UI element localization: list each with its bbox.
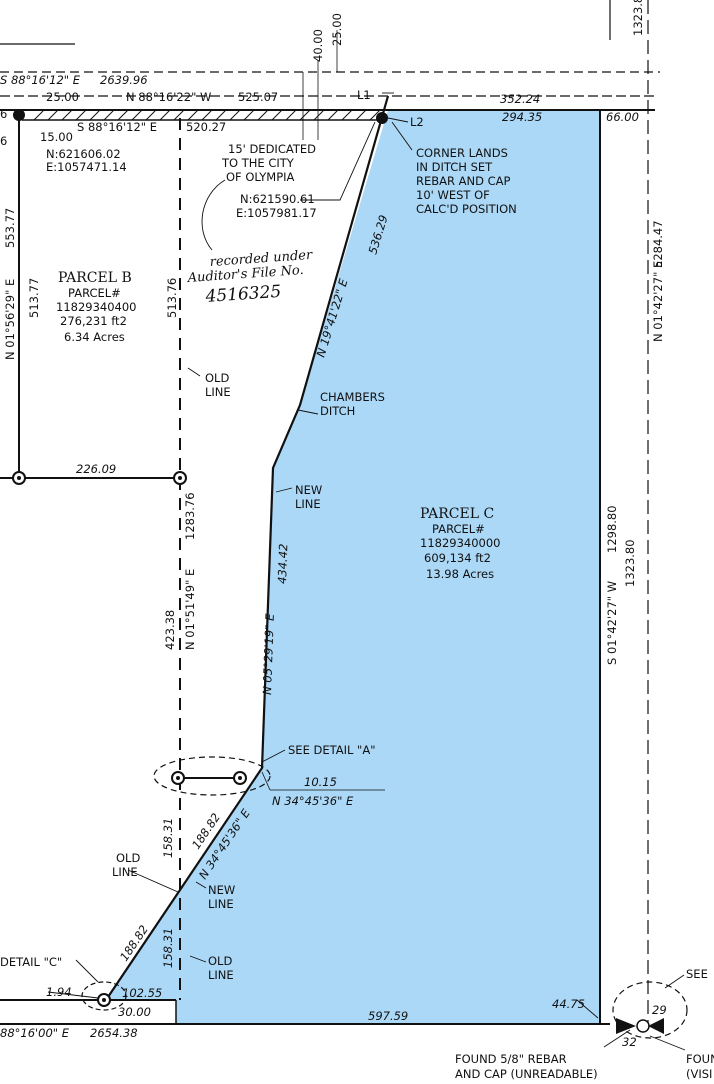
found-right-1: FOUN	[686, 1052, 714, 1066]
dedicated-line-3: OF OLYMPIA	[226, 170, 295, 184]
parcel-b-acres: 6.34 Acres	[64, 330, 125, 344]
dist-423: 423.38	[163, 610, 177, 650]
dist-10: 10.15	[304, 775, 337, 789]
edge-6: 6	[0, 107, 7, 121]
dedicated-line-2: TO THE CITY	[221, 156, 295, 170]
bottom-bearing-dist: 2654.38	[90, 1026, 138, 1040]
seg-25: 25.00	[46, 90, 79, 104]
bottom-bearing: 88°16'00" E	[0, 1026, 70, 1040]
bearing-n-dist: 525.07	[238, 90, 278, 104]
top-bearing-left-dist: 2639.96	[100, 73, 148, 87]
parcel-c-num: 11829340000	[420, 536, 500, 550]
ditch-lower-bearing: N 05°29'19" E	[260, 613, 277, 695]
parcel-c-east-bearing: S 01°42'27" W	[605, 581, 619, 665]
monuments	[12, 109, 664, 1034]
dist-44: 44.75	[552, 997, 585, 1011]
corner-note-5: CALC'D POSITION	[416, 202, 517, 216]
handwritten-note-2: Auditor's File No.	[186, 263, 304, 286]
corner-note-1: CORNER LANDS	[416, 146, 508, 160]
detail-a-ellipse[interactable]	[153, 756, 271, 796]
parcel-b-area: 276,231 ft2	[60, 314, 127, 328]
parcel-c-title: PARCEL C	[420, 506, 494, 522]
offset-40: 40.00	[311, 29, 325, 62]
found-right-2: (VISI	[686, 1067, 712, 1081]
dedicated-line-1: 15' DEDICATED	[228, 142, 316, 156]
bearing-s-dir: S 88°16'12" E	[77, 120, 157, 134]
chambers-ditch-1: CHAMBERS	[320, 390, 385, 404]
old-line-3b: LINE	[208, 968, 234, 982]
bearing-n-dir: N 88°16'22" W	[126, 90, 211, 104]
found-left-2: AND CAP (UNREADABLE)	[455, 1067, 598, 1081]
parcel-c-east-total: 1323.80	[623, 539, 637, 587]
corner-note-2: IN DITCH SET	[416, 160, 493, 174]
parcel-c-east-dist: 1298.80	[605, 505, 619, 553]
corner-coord-n: N:621590.61	[240, 192, 315, 206]
parcel-b-west-dist: 553.77	[3, 208, 17, 248]
l2-label: L2	[410, 115, 424, 129]
new-line-1a: NEW	[295, 483, 322, 497]
parcel-b-south-dist: 226.09	[76, 462, 116, 476]
dist-102: 102.55	[122, 986, 162, 1000]
parcel-b-east-dist: 513.76	[165, 278, 179, 318]
old-line-1a: OLD	[205, 371, 229, 385]
dist-352: 352.24	[500, 92, 540, 106]
corner-coord-e: E:1057981.17	[236, 206, 317, 220]
bearing-s-dist: 520.27	[186, 120, 226, 134]
dist-1-94: 1.94	[46, 985, 72, 999]
handwritten-note-1: recorded under	[209, 248, 313, 270]
parcel-c-num-label: PARCEL#	[432, 522, 485, 536]
edge-6b: 6	[0, 134, 7, 148]
new-line-2a: NEW	[208, 883, 235, 897]
new-line-2b: LINE	[208, 897, 234, 911]
parcel-b-num-label: PARCEL#	[68, 286, 121, 300]
parcel-b-west-bearing: N 01°56'29" E	[3, 279, 17, 360]
parcel-b-num: 11829340400	[56, 300, 136, 314]
see-partial[interactable]: SEE	[686, 967, 708, 981]
south-dist: 597.59	[368, 1009, 408, 1023]
see-detail-a[interactable]: SEE DETAIL "A"	[288, 743, 376, 757]
far-east-bearing: N 01°42'27" E	[651, 261, 665, 342]
chambers-ditch-2: DITCH	[320, 404, 355, 418]
sw-corner-ellipse[interactable]	[612, 981, 688, 1039]
right-vertical-dist: 1323.8	[631, 0, 645, 36]
old-line-2b: LINE	[112, 865, 138, 879]
dedication-strip	[0, 109, 655, 121]
new-line-1b: LINE	[295, 497, 321, 511]
center-dist: 1283.76	[183, 492, 197, 540]
parcel-b-title: PARCEL B	[58, 270, 132, 286]
old-line-2a: OLD	[116, 851, 140, 865]
parcel-c-area	[106, 110, 600, 1024]
dist-15: 15.00	[40, 130, 73, 144]
bearing-34: N 34°45'36" E	[272, 794, 354, 808]
dist-294: 294.35	[502, 110, 542, 124]
ditch-lower-dist: 434.42	[275, 543, 290, 584]
nw-coord-n: N:621606.02	[46, 147, 121, 161]
found-left-1: FOUND 5/8" REBAR	[455, 1052, 567, 1066]
detail-c-label[interactable]: DETAIL "C"	[0, 955, 62, 969]
far-east-dist: 5284.47	[651, 220, 665, 268]
parcel-b-inner-dist: 513.77	[27, 278, 41, 318]
dist-66: 66.00	[606, 110, 639, 124]
circle-29: 29	[652, 1003, 667, 1017]
dist-30: 30.00	[118, 1005, 151, 1019]
parcel-c-acres: 13.98 Acres	[426, 567, 494, 581]
handwritten-note-3: 4516325	[204, 282, 282, 307]
circle-32: 32	[622, 1035, 637, 1049]
old-line-1b: LINE	[205, 385, 231, 399]
dist-158-a: 158.31	[161, 818, 175, 858]
old-line-3a: OLD	[208, 954, 232, 968]
offset-25: 25.00	[330, 13, 344, 46]
corner-note-4: 10' WEST OF	[416, 188, 490, 202]
l1-label: L1	[357, 88, 371, 102]
dist-158-b: 158.31	[161, 928, 175, 968]
center-bearing: N 01°51'49" E	[183, 569, 197, 650]
top-bearing-left: S 88°16'12" E	[0, 73, 81, 87]
parcel-c-area: 609,134 ft2	[424, 551, 491, 565]
ditch-line	[105, 95, 390, 1001]
corner-note-3: REBAR AND CAP	[416, 174, 511, 188]
nw-coord-e: E:1057471.14	[46, 160, 127, 174]
